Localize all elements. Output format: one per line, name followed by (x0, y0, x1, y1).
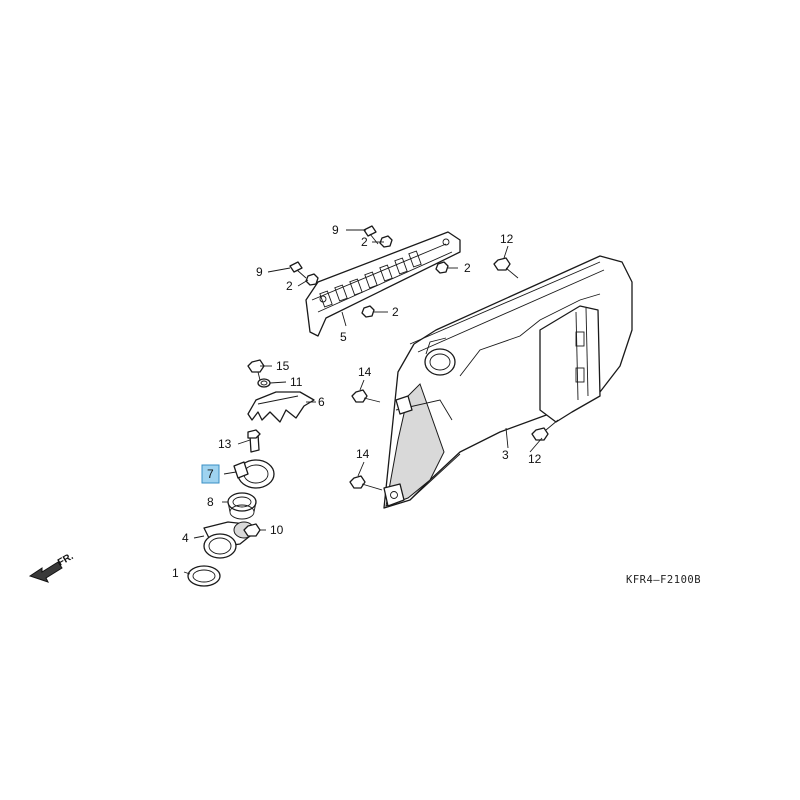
exhaust-clamp-part-7[interactable] (233, 459, 275, 489)
bolt-part-14-lower[interactable] (349, 475, 383, 491)
callout-14-lower[interactable]: 14 (356, 447, 370, 461)
gasket-part-8[interactable] (227, 492, 257, 520)
callout-labels: 9 2 9 2 2 2 5 12 3 12 15 11 6 14 14 13 7… (172, 223, 542, 580)
nut-part-2-upper[interactable] (379, 235, 393, 248)
callout-5[interactable]: 5 (340, 330, 347, 344)
callout-7-highlight (201, 464, 220, 484)
callout-10[interactable]: 10 (270, 523, 284, 537)
bolt-part-12-lower[interactable] (531, 419, 559, 441)
callout-4[interactable]: 4 (182, 531, 189, 545)
callout-2-right[interactable]: 2 (464, 261, 471, 275)
callout-14-upper[interactable]: 14 (358, 365, 372, 379)
nut-part-2-bottom[interactable] (361, 305, 375, 318)
collar-part-11[interactable] (257, 378, 271, 388)
callout-9-upper[interactable]: 9 (332, 223, 339, 237)
callout-2-upper[interactable]: 2 (361, 235, 368, 249)
front-arrow-label: FR. (56, 551, 76, 569)
callout-3[interactable]: 3 (502, 448, 509, 462)
bolt-part-10[interactable] (243, 523, 261, 537)
nut-part-2-left[interactable] (305, 273, 319, 286)
callout-11[interactable]: 11 (290, 375, 303, 389)
callout-12-lower[interactable]: 12 (528, 452, 542, 466)
callout-9-lower[interactable]: 9 (256, 265, 263, 279)
callout-12-upper[interactable]: 12 (500, 232, 514, 246)
nut-part-2-right[interactable] (435, 261, 449, 274)
gasket-part-1[interactable] (187, 565, 221, 587)
callout-7[interactable]: 7 (207, 467, 214, 481)
callout-1[interactable]: 1 (172, 566, 179, 580)
bolt-part-12-upper[interactable] (493, 257, 519, 279)
callout-13[interactable]: 13 (218, 437, 232, 451)
pipe-protector-part-6[interactable] (247, 391, 315, 423)
diagram-reference-code: KFR4—F2100B (626, 574, 701, 586)
callout-2-left[interactable]: 2 (286, 279, 293, 293)
callout-15[interactable]: 15 (276, 359, 290, 373)
bolt-part-13[interactable] (247, 429, 261, 453)
front-direction-arrow: FR. (28, 551, 76, 583)
bolt-part-14-upper[interactable] (351, 389, 381, 403)
bolt-part-15[interactable] (247, 359, 265, 381)
bolt-part-9-lower[interactable] (289, 261, 307, 279)
heat-shield-part-5[interactable] (305, 231, 461, 337)
callout-6[interactable]: 6 (318, 395, 325, 409)
callout-2-bottom[interactable]: 2 (392, 305, 399, 319)
leader-lines (183, 229, 543, 575)
muffler-part-3[interactable] (383, 255, 633, 509)
callout-8[interactable]: 8 (207, 495, 214, 509)
